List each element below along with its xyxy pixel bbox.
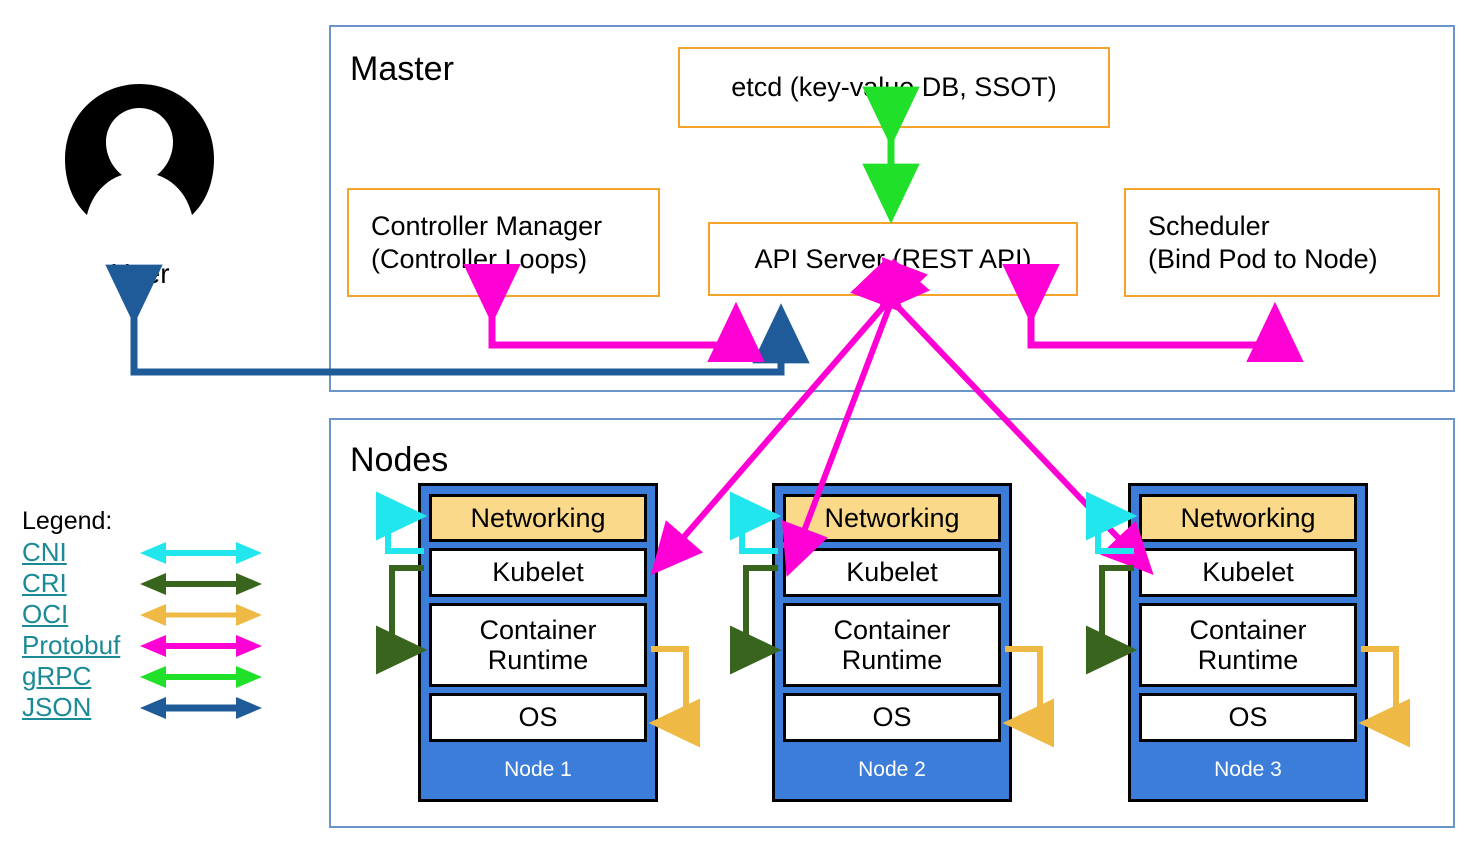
node-3-os-layer[interactable]: OS (1139, 693, 1357, 742)
controller-manager-box[interactable]: Controller Manager (Controller Loops) (347, 188, 660, 297)
legend-arrow-cni (140, 542, 262, 564)
legend-label-cni[interactable]: CNI (22, 537, 67, 568)
legend-item-grpc: gRPC (22, 662, 262, 693)
node-3-container-runtime-layer[interactable]: Container Runtime (1139, 603, 1357, 687)
api-server-label: API Server (REST API) (754, 243, 1032, 274)
node-3-name: Node 3 (1214, 758, 1282, 781)
legend-item-json: JSON (22, 693, 262, 724)
node-3-kubelet-layer[interactable]: Kubelet (1139, 548, 1357, 597)
legend-item-cni: CNI (22, 538, 262, 569)
node-1-kubelet-layer[interactable]: Kubelet (429, 548, 647, 597)
node-1-os-layer[interactable]: OS (429, 693, 647, 742)
legend-label-grpc[interactable]: gRPC (22, 661, 92, 692)
nodes-zone-title: Nodes (350, 441, 449, 479)
node-1[interactable]: Networking Kubelet Container Runtime OS … (418, 483, 658, 802)
node-2[interactable]: Networking Kubelet Container Runtime OS … (772, 483, 1012, 802)
api-server-box[interactable]: API Server (REST API) (708, 222, 1078, 296)
legend-title: Legend: (22, 507, 113, 535)
node-2-name: Node 2 (858, 758, 926, 781)
user-label: User (110, 258, 170, 289)
legend-arrow-cri (140, 573, 262, 595)
node-2-kubelet-layer[interactable]: Kubelet (783, 548, 1001, 597)
master-zone-title: Master (350, 50, 454, 88)
scheduler-label: Scheduler (Bind Pod to Node) (1148, 210, 1378, 274)
legend: Legend: CNI CRI OCI (22, 507, 262, 724)
node-3-networking-layer[interactable]: Networking (1139, 494, 1357, 542)
legend-label-cri[interactable]: CRI (22, 568, 67, 599)
user-avatar-icon (62, 82, 217, 230)
controller-manager-label: Controller Manager (Controller Loops) (371, 210, 603, 274)
etcd-box[interactable]: etcd (key-value DB, SSOT) (678, 47, 1110, 128)
etcd-label: etcd (key-value DB, SSOT) (731, 72, 1057, 103)
legend-item-cri: CRI (22, 569, 262, 600)
scheduler-box[interactable]: Scheduler (Bind Pod to Node) (1124, 188, 1440, 297)
node-2-os-layer[interactable]: OS (783, 693, 1001, 742)
legend-arrow-grpc (140, 666, 262, 688)
node-1-networking-layer[interactable]: Networking (429, 494, 647, 542)
legend-arrow-protobuf (140, 635, 262, 657)
node-1-name: Node 1 (504, 758, 572, 781)
legend-arrow-oci (140, 604, 262, 626)
legend-arrow-json (140, 697, 262, 719)
node-3[interactable]: Networking Kubelet Container Runtime OS … (1128, 483, 1368, 802)
legend-label-protobuf[interactable]: Protobuf (22, 630, 121, 661)
node-2-networking-layer[interactable]: Networking (783, 494, 1001, 542)
legend-label-json[interactable]: JSON (22, 692, 92, 723)
legend-item-oci: OCI (22, 600, 262, 631)
node-2-container-runtime-layer[interactable]: Container Runtime (783, 603, 1001, 687)
legend-label-oci[interactable]: OCI (22, 599, 69, 630)
node-1-container-runtime-layer[interactable]: Container Runtime (429, 603, 647, 687)
legend-item-protobuf: Protobuf (22, 631, 262, 662)
